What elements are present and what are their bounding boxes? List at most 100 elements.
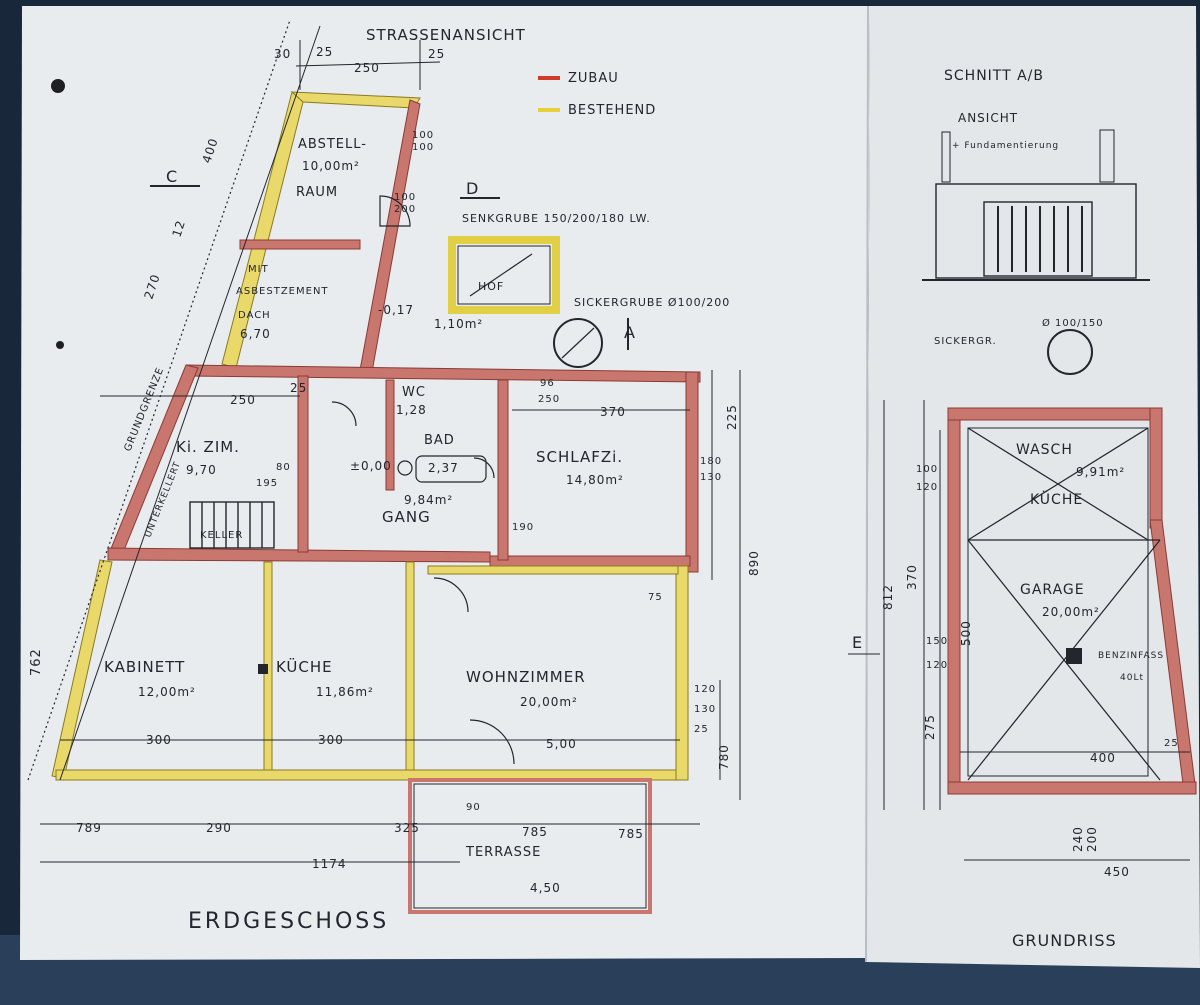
level-label: -0,17 <box>378 303 414 317</box>
dim-label: 500 <box>959 620 973 646</box>
dim-label: 785 <box>618 827 644 841</box>
garage-inner <box>967 427 1149 777</box>
roof-name2: ASBESTZEMENT <box>236 286 329 297</box>
dim-label: 250 <box>230 393 256 407</box>
dim-label: 150 <box>926 636 948 647</box>
dim-label: 100 <box>394 192 416 203</box>
bedroom-name: SCHLAFZi. <box>536 448 623 466</box>
dim-label: 30 <box>274 47 291 61</box>
door-swing <box>469 719 515 765</box>
garage-diagonal <box>967 539 1161 781</box>
marker-a: A <box>624 323 636 342</box>
dim-label: 120 <box>926 660 948 671</box>
wall-new <box>685 371 699 573</box>
boundary-line <box>27 19 291 781</box>
dimension-lines <box>40 40 741 863</box>
fuel-name: BENZINFASS <box>1098 651 1164 661</box>
wc-area: 1,28 <box>396 403 427 417</box>
door-swing <box>433 577 469 613</box>
soakaway-circle-right <box>1047 329 1093 375</box>
wall-new <box>489 555 691 567</box>
roof-name: MIT <box>248 264 269 275</box>
children-room-area: 9,70 <box>186 463 217 477</box>
dim-label: 180 <box>700 456 722 467</box>
dim-label: 250 <box>354 61 380 75</box>
dim-label: 400 <box>1090 751 1116 765</box>
yard-area: 1,10m² <box>434 317 483 331</box>
level-label: ±0,00 <box>350 459 392 473</box>
dim-label: 370 <box>600 405 626 419</box>
punch-hole <box>51 79 65 93</box>
wall-new <box>947 407 1163 421</box>
dim-label: 290 <box>206 821 232 835</box>
dim-label: 100 <box>412 130 434 141</box>
garage-door-slats <box>997 206 1083 272</box>
dim-label: 195 <box>256 478 278 489</box>
dim-label: 762 <box>29 648 44 676</box>
toilet <box>397 460 413 476</box>
wall-new <box>1149 407 1163 529</box>
soakaway-dim-label: Ø 100/150 <box>1042 317 1104 329</box>
hallway-area: 9,84m² <box>404 493 453 507</box>
storage-name: ABSTELL- <box>298 137 367 152</box>
elevation-note: + Fundamentierung <box>952 141 1059 151</box>
sheet-fold <box>865 5 869 963</box>
children-room-name: Ki. ZIM. <box>176 438 240 456</box>
fuel-size: 40Lt <box>1120 673 1144 683</box>
dim-label: 25 <box>316 45 333 59</box>
floor-plan-title: GRUNDRISS <box>1012 931 1117 950</box>
dim-label: 25 <box>290 381 307 395</box>
yard-outline <box>457 245 551 305</box>
wall-new <box>239 239 361 250</box>
dim-label: 1174 <box>312 857 347 871</box>
dim-label: 190 <box>512 522 534 533</box>
dim-label: 812 <box>881 584 895 610</box>
chimney <box>258 664 268 674</box>
ground-floor-title: ERDGESCHOSS <box>188 909 389 934</box>
dim-label: 90 <box>466 802 481 813</box>
marker-c: C <box>166 167 178 186</box>
dim-label: 325 <box>394 821 420 835</box>
bedroom-area: 14,80m² <box>566 473 624 487</box>
dim-label: 75 <box>648 592 663 603</box>
terrace-inner <box>413 783 647 909</box>
dim-label: 100 <box>916 464 938 475</box>
dim-label: 5,00 <box>546 737 577 751</box>
garage-door <box>983 201 1093 277</box>
chimney-elevation <box>941 131 951 183</box>
garage-diagonal <box>967 427 1149 541</box>
wall-existing <box>675 565 689 781</box>
dim-label: 80 <box>276 462 291 473</box>
dim-label: 130 <box>694 704 716 715</box>
elevation-title: ANSICHT <box>958 111 1018 125</box>
laundry-name: WASCH <box>1016 442 1073 458</box>
bath-name: BAD <box>424 433 455 448</box>
dimension-lines-right <box>848 400 1190 861</box>
living-room-name: WOHNZIMMER <box>466 668 586 686</box>
terrace-name: TERRASSE <box>465 845 541 860</box>
legend-existing-label: BESTEHEND <box>568 103 656 118</box>
dim-label: 300 <box>146 733 172 747</box>
terrace-outline <box>408 778 652 914</box>
marker-d: D <box>466 179 479 198</box>
kitchen-name: KÜCHE <box>276 657 333 676</box>
cellar-stairs-label: KELLER <box>200 530 243 541</box>
dim-label: 225 <box>725 404 739 430</box>
dim-label: 780 <box>717 744 731 770</box>
stair-treads <box>201 502 263 548</box>
chimney-elevation <box>1099 129 1115 183</box>
dim-label: 250 <box>538 394 560 405</box>
dim-label: 96 <box>540 378 555 389</box>
cabinet-name: KABINETT <box>104 658 185 676</box>
bathtub <box>415 455 487 483</box>
wall-existing <box>427 565 679 575</box>
laundry-area: 9,91m² <box>1076 465 1125 479</box>
kitchen2-name: KÜCHE <box>1030 490 1083 508</box>
soakaway-cross <box>561 327 595 359</box>
soakaway-note: SICKERGRUBE Ø100/200 <box>574 296 730 309</box>
dim-label: 25 <box>694 724 709 735</box>
roof-name3: DACH <box>238 310 271 321</box>
living-room-area: 20,00m² <box>520 695 578 709</box>
dim-label: 12 <box>170 218 189 239</box>
